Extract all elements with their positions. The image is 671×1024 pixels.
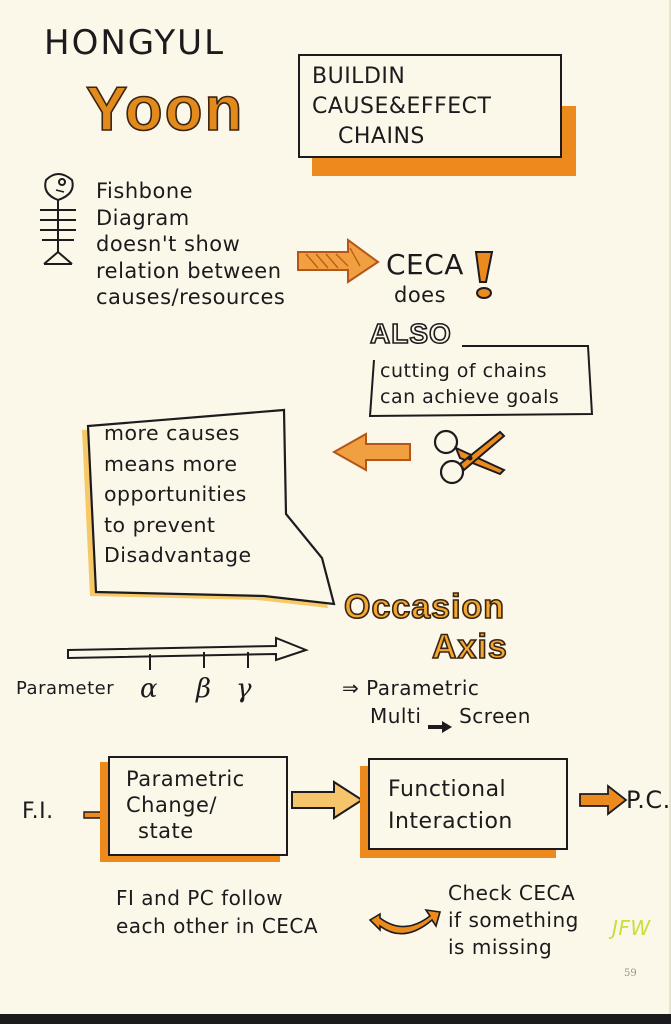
- curved-arrow-icon: [368, 908, 442, 935]
- also-line-1: cutting of chains: [380, 360, 548, 382]
- arrow-right-icon: [297, 238, 380, 284]
- page-edge: [669, 0, 671, 1024]
- also-text: cutting of chains can achieve goals: [380, 358, 559, 410]
- box2-line-2: Interaction: [388, 809, 513, 834]
- box1-line-3: state: [138, 819, 194, 843]
- author-last-name: Yoon: [85, 74, 245, 145]
- more-causes-line-3: opportunities: [104, 482, 247, 506]
- fishbone-text: Fishbone Diagram doesn't show relation b…: [96, 178, 285, 311]
- fi-label: F.I.: [22, 799, 54, 824]
- implies-symbol: ⇒: [342, 676, 360, 700]
- functional-interaction-text: Functional Interaction: [388, 774, 513, 838]
- multi-arrow-icon: [428, 712, 453, 733]
- fishbone-line-2: Diagram: [96, 205, 190, 230]
- box1-line-2: Change/: [126, 793, 217, 817]
- box2-line-1: Functional: [388, 777, 507, 802]
- occasion-heading: Occasion: [343, 587, 506, 627]
- ceca-does: does: [394, 283, 447, 307]
- page-number: 59: [624, 968, 637, 979]
- parametric-word: Parametric: [366, 676, 480, 700]
- bottom-left-line-2: each other in CECA: [116, 914, 319, 938]
- parameter-label: Parameter: [16, 678, 115, 699]
- more-causes-line-4: to prevent: [104, 512, 216, 537]
- parameter-axis: [67, 636, 309, 670]
- bottom-right-line-3: is missing: [448, 935, 553, 959]
- axis-tick-alpha: α: [140, 674, 159, 704]
- ceca-name: CECA: [386, 248, 464, 281]
- bottom-left-note: FI and PC follow each other in CECA: [116, 884, 318, 940]
- bottom-right-line-2: if something: [448, 908, 579, 932]
- more-causes-text: more causes means more opportunities to …: [104, 418, 252, 571]
- axis-heading: Axis: [431, 627, 508, 667]
- more-causes-line-2: means more: [104, 451, 238, 476]
- flow-arrow-2-icon: [579, 784, 628, 816]
- arrow-left-icon: [331, 432, 411, 472]
- screen-word: Screen: [459, 704, 531, 728]
- bottom-right-note: Check CECA if something is missing: [448, 880, 579, 961]
- functional-interaction-box: [368, 758, 568, 850]
- axis-tick-beta: β: [196, 674, 212, 704]
- also-label: ALSO: [369, 317, 452, 350]
- pc-label: P.C.: [626, 786, 671, 814]
- axis-tick-gamma: γ: [236, 674, 253, 704]
- also-line-2: can achieve goals: [380, 386, 560, 408]
- author-first-name: HONGYUL: [44, 23, 226, 63]
- fishbone-line-1: Fishbone: [96, 179, 194, 203]
- title-box: [298, 54, 562, 158]
- title-text: BUILDIN CAUSE&EFFECT CHAINS: [312, 62, 491, 152]
- also-underline: [368, 345, 594, 418]
- fish-skeleton-icon: [40, 173, 76, 265]
- fishbone-line-5: causes/resources: [96, 285, 286, 309]
- bottom-left-line-1: FI and PC follow: [116, 886, 284, 910]
- flow-arrow-1-icon: [291, 780, 364, 820]
- more-causes-bubble: [82, 408, 336, 608]
- more-causes-line-5: Disadvantage: [104, 543, 252, 567]
- bottom-right-line-1: Check CECA: [448, 881, 576, 905]
- parametric-change-text: Parametric Change/ state: [126, 766, 245, 844]
- scan-bottom-strip: [0, 1014, 671, 1024]
- multi-word: Multi: [370, 704, 422, 728]
- title-line-3: CHAINS: [338, 124, 425, 149]
- title-line-1: BUILDIN: [312, 64, 406, 89]
- exclamation-icon: [474, 251, 494, 299]
- parametric-change-box: [108, 756, 288, 856]
- parametric-multi-text: ⇒ Parametric Multi Screen: [342, 674, 531, 733]
- fishbone-line-3: doesn't show: [96, 232, 241, 256]
- scissors-icon: [433, 429, 506, 485]
- fishbone-line-4: relation between: [96, 258, 282, 283]
- more-causes-line-1: more causes: [104, 421, 240, 445]
- box1-line-1: Parametric: [126, 767, 245, 791]
- title-line-2: CAUSE&EFFECT: [312, 94, 492, 119]
- signature: JFW: [612, 916, 651, 940]
